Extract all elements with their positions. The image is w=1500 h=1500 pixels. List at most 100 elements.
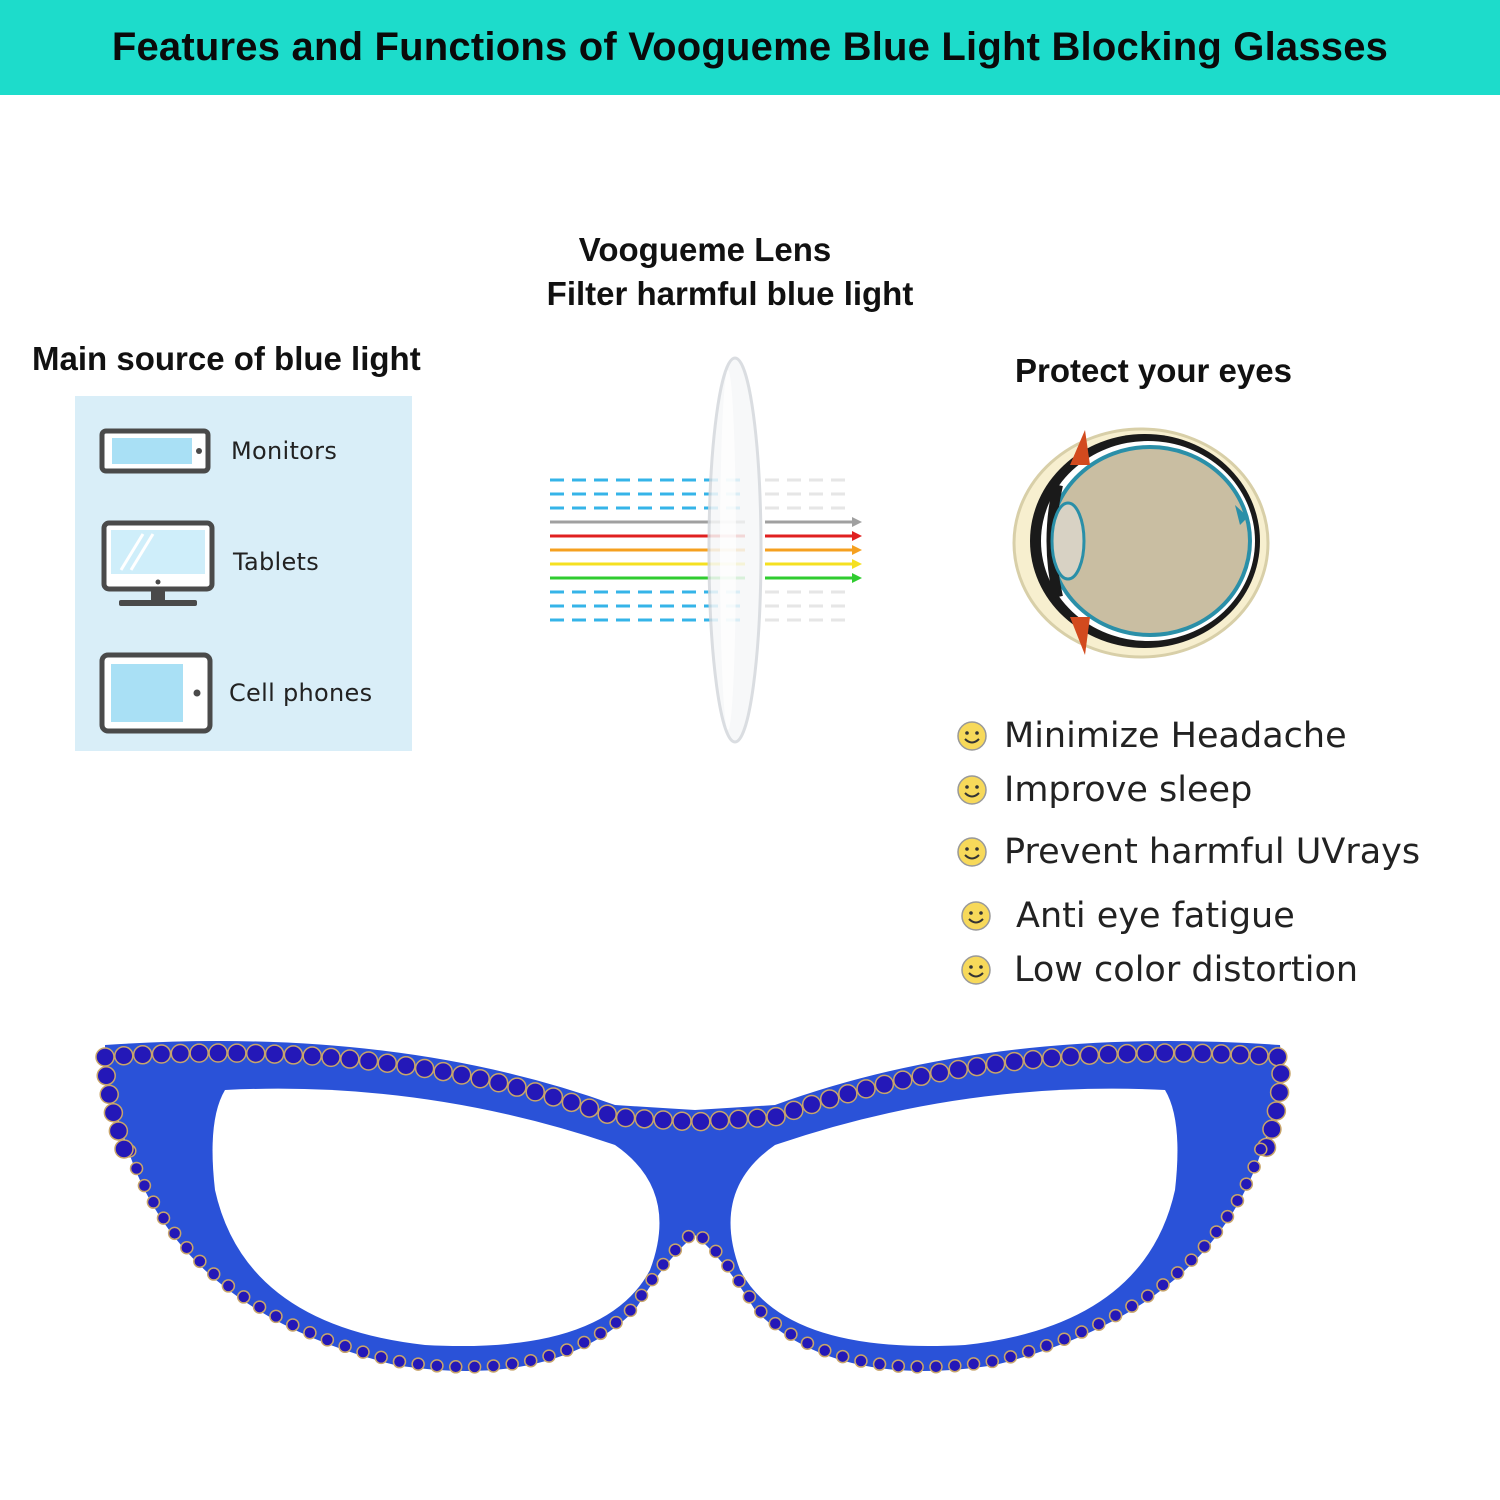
rhinestone	[151, 1044, 172, 1064]
rhinestone	[985, 1054, 1006, 1074]
ray-arrow	[852, 545, 862, 555]
rhinestone	[488, 1073, 509, 1093]
rhinestone	[1268, 1047, 1288, 1067]
source-item-label: Tablets	[233, 548, 320, 576]
rhinestone	[695, 1231, 710, 1245]
rhinestone	[396, 1055, 416, 1076]
rhinestone	[634, 1288, 649, 1303]
sources-panel: Monitors Tablets Cell phones	[75, 396, 412, 751]
benefit-label: Prevent harmful UVrays	[1004, 832, 1421, 872]
rhinestone	[269, 1309, 283, 1324]
rhinestone	[377, 1053, 398, 1073]
protect-title: Protect your eyes	[1015, 352, 1292, 389]
rhinestone	[1136, 1043, 1156, 1063]
rhinestone	[634, 1109, 655, 1129]
page-title: Features and Functions of Voogueme Blue …	[111, 25, 1389, 69]
rhinestone	[732, 1274, 746, 1288]
rhinestone	[681, 1229, 696, 1244]
rhinestone	[1117, 1043, 1137, 1064]
sources-title: Main source of blue light	[32, 340, 421, 377]
rhinestone	[114, 1139, 134, 1159]
rhinestone	[189, 1043, 209, 1063]
rhinestone	[967, 1056, 987, 1077]
rhinestone	[560, 1343, 574, 1357]
rhinestone	[467, 1360, 482, 1374]
benefit-item: Minimize Headache	[956, 716, 1347, 756]
filtered-light-rays	[765, 478, 862, 622]
ray-arrow	[852, 559, 862, 569]
rhinestone	[800, 1336, 815, 1350]
rhinestone	[414, 1058, 435, 1079]
benefit-item: Improve sleep	[956, 770, 1252, 810]
rhinestone	[645, 1272, 659, 1287]
eye-anatomy-icon	[1012, 427, 1270, 659]
rhinestone	[929, 1062, 950, 1083]
rhinestone	[430, 1359, 444, 1373]
rhinestone	[656, 1257, 670, 1272]
rhinestone	[1155, 1043, 1175, 1063]
rhinestone	[114, 1046, 134, 1066]
lens-caption-line1: Voogueme Lens	[578, 231, 832, 268]
ray-arrow	[852, 573, 862, 583]
smiley-icon	[957, 721, 987, 751]
rhinestone	[966, 1357, 981, 1371]
rhinestone	[338, 1339, 352, 1354]
rhinestone	[838, 1083, 858, 1104]
rhinestone	[1211, 1044, 1232, 1064]
rhinestone	[1092, 1317, 1106, 1331]
rhinestone	[180, 1240, 194, 1255]
rhinestone	[577, 1335, 591, 1350]
rhinestone	[709, 1244, 723, 1259]
rhinestone	[768, 1316, 783, 1331]
rhinestone	[874, 1074, 895, 1095]
rhinestone	[1249, 1045, 1269, 1066]
rhinestone	[1209, 1225, 1224, 1239]
rhinestone	[303, 1325, 317, 1340]
rhinestone	[1060, 1046, 1081, 1067]
source-item-monitors: Monitors	[99, 428, 337, 474]
rhinestone	[505, 1357, 519, 1371]
rhinestone	[1269, 1082, 1290, 1103]
desktop-computer-icon	[101, 520, 215, 606]
rhinestone	[1192, 1043, 1213, 1064]
rhinestone	[252, 1300, 267, 1314]
source-item-label: Cell phones	[229, 679, 373, 707]
rhinestone	[1098, 1044, 1118, 1065]
rhinestone	[1266, 1101, 1287, 1121]
rhinestone	[784, 1100, 804, 1121]
rhinestone	[948, 1358, 962, 1373]
rhinestone	[264, 1044, 285, 1064]
rhinestone	[236, 1290, 251, 1304]
rhinestone	[208, 1043, 228, 1063]
rhinestone	[1057, 1332, 1071, 1346]
rhinestone	[1003, 1350, 1018, 1364]
rhinestone	[103, 1103, 124, 1123]
rhinestone	[206, 1267, 221, 1281]
rhinestone	[1074, 1325, 1089, 1339]
rhinestone	[754, 1304, 768, 1319]
rhinestones	[95, 1043, 1291, 1374]
benefit-item: Prevent harmful UVrays	[956, 832, 1420, 872]
rhinestone	[451, 1065, 472, 1085]
rhinestone	[1184, 1253, 1199, 1267]
benefit-item: Anti eye fatigue	[960, 896, 1295, 936]
rhinestone	[137, 1178, 152, 1193]
rhinestone	[95, 1047, 115, 1067]
rhinestone	[1271, 1063, 1291, 1084]
rhinestone	[721, 1259, 735, 1273]
rhinestone	[819, 1089, 840, 1109]
rhinestone	[1042, 1048, 1062, 1068]
rhinestone	[1004, 1051, 1025, 1072]
rhinestone	[374, 1350, 388, 1365]
lens-diagram	[550, 356, 862, 744]
rhinestone	[167, 1226, 182, 1241]
rhinestone	[597, 1104, 617, 1124]
rhinestone	[1173, 1043, 1194, 1063]
rhinestone	[221, 1279, 236, 1293]
rhinestone	[302, 1046, 322, 1066]
benefit-item: Low color distortion	[960, 950, 1358, 990]
rhinestone	[1197, 1239, 1212, 1254]
rhinestone	[129, 1161, 144, 1176]
rhinestone	[1140, 1289, 1155, 1303]
rhinestone	[579, 1098, 600, 1118]
